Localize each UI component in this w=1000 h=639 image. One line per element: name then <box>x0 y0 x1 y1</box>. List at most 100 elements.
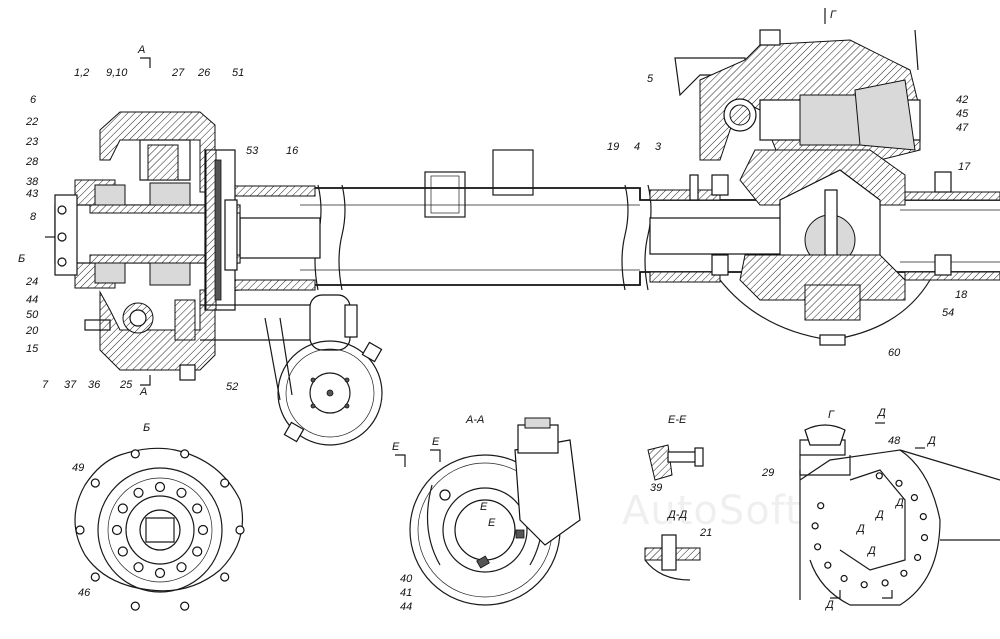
label-27: 27 <box>172 67 185 79</box>
label-44-a: 44 <box>26 294 39 306</box>
label-25: 25 <box>120 379 133 391</box>
cut-d-3: Д <box>896 497 904 509</box>
bolt-hole <box>154 481 166 493</box>
differential-section <box>674 29 952 346</box>
cut-d-1: Д <box>878 407 886 419</box>
label-47: 47 <box>956 122 969 134</box>
cut-e-3: Е <box>480 501 488 513</box>
view-aa-brake <box>409 417 581 606</box>
label-53: 53 <box>246 145 259 157</box>
bolt-hole <box>133 562 144 573</box>
label-23: 23 <box>26 136 39 148</box>
brake-chamber <box>200 294 383 446</box>
view-ee <box>647 444 704 481</box>
section-g-top: Г <box>830 9 836 21</box>
view-aa-title: А-А <box>466 414 485 426</box>
housing-bolts <box>811 472 929 589</box>
bolt-hole <box>197 524 209 536</box>
bolt-hole <box>176 562 187 573</box>
label-19: 19 <box>607 141 620 153</box>
view-g-title: Г <box>828 409 834 421</box>
label-22: 22 <box>26 116 39 128</box>
view-dd-title: Д-Д <box>668 509 688 521</box>
bolt-hole <box>919 512 927 521</box>
bolt-hole <box>813 543 822 551</box>
label-50: 50 <box>26 309 39 321</box>
label-4: 4 <box>634 141 641 153</box>
bolt-hole <box>180 449 190 459</box>
cut-d-4: Д <box>876 509 884 521</box>
bolt-hole <box>875 472 883 480</box>
label-6: 6 <box>30 94 37 106</box>
view-b-flange <box>74 447 245 611</box>
label-39: 39 <box>650 482 663 494</box>
label-5: 5 <box>647 73 654 85</box>
view-g-housing <box>799 424 1000 606</box>
bolt-hole <box>235 525 245 535</box>
bolt-hole <box>860 581 868 589</box>
label-21: 21 <box>700 527 713 539</box>
bolt-hole <box>220 572 230 582</box>
label-37: 37 <box>64 379 77 391</box>
bolt-hole <box>176 487 187 498</box>
label-1-2: 1,2 <box>74 67 90 79</box>
bolt-hole <box>895 479 903 487</box>
label-28: 28 <box>26 156 39 168</box>
label-40: 40 <box>400 573 413 585</box>
axle-tube <box>234 149 1000 291</box>
label-42: 42 <box>956 94 969 106</box>
bolt-hole <box>840 574 848 583</box>
bolt-hole <box>111 524 123 536</box>
cut-d-6: Д <box>868 545 876 557</box>
label-20: 20 <box>26 325 39 337</box>
label-38: 38 <box>26 176 39 188</box>
cut-d-2: Д <box>928 435 936 447</box>
bolt-hole <box>90 478 100 488</box>
label-49: 49 <box>72 462 85 474</box>
bolt-hole <box>90 572 100 582</box>
label-46: 46 <box>78 587 91 599</box>
bolt-hole <box>130 449 140 459</box>
cut-e-2: Е <box>432 436 440 448</box>
view-dd <box>644 534 701 581</box>
section-a-bottom: А <box>140 386 148 398</box>
section-b-mark: Б <box>18 253 26 265</box>
bolt-hole <box>913 553 922 562</box>
label-45: 45 <box>956 108 969 120</box>
label-8: 8 <box>30 211 37 223</box>
cut-e-4: Е <box>488 517 496 529</box>
flange-bolts <box>75 449 245 611</box>
bolt-hole <box>130 601 140 611</box>
view-b-title: Б <box>143 422 151 434</box>
bolt-hole <box>180 601 190 611</box>
label-52: 52 <box>226 381 239 393</box>
bolt-hole <box>817 502 825 510</box>
label-54: 54 <box>942 307 955 319</box>
watermark: AutoSoft <box>622 488 802 534</box>
label-48: 48 <box>888 435 901 447</box>
bolt-hole <box>220 478 230 488</box>
view-ee-title: Е-Е <box>668 414 687 426</box>
cut-d-5: Д <box>857 523 865 535</box>
label-43: 43 <box>26 188 39 200</box>
bolt-hole <box>117 503 128 514</box>
section-cut-marks <box>140 8 925 599</box>
label-3: 3 <box>655 141 662 153</box>
bolt-hole <box>133 487 144 498</box>
label-9-10: 9,10 <box>106 67 128 79</box>
wheel-hub-section <box>45 111 241 381</box>
bolt-hole <box>192 503 203 514</box>
label-16: 16 <box>286 145 299 157</box>
label-24: 24 <box>26 276 39 288</box>
bolt-hole <box>824 561 832 569</box>
label-7: 7 <box>42 379 49 391</box>
label-29: 29 <box>762 467 775 479</box>
section-a-top: А <box>138 44 146 56</box>
label-51: 51 <box>232 67 245 79</box>
label-15: 15 <box>26 343 39 355</box>
bolt-hole <box>117 546 128 557</box>
label-41: 41 <box>400 587 413 599</box>
bolt-hole <box>811 522 819 530</box>
cut-e-1: Е <box>392 441 400 453</box>
